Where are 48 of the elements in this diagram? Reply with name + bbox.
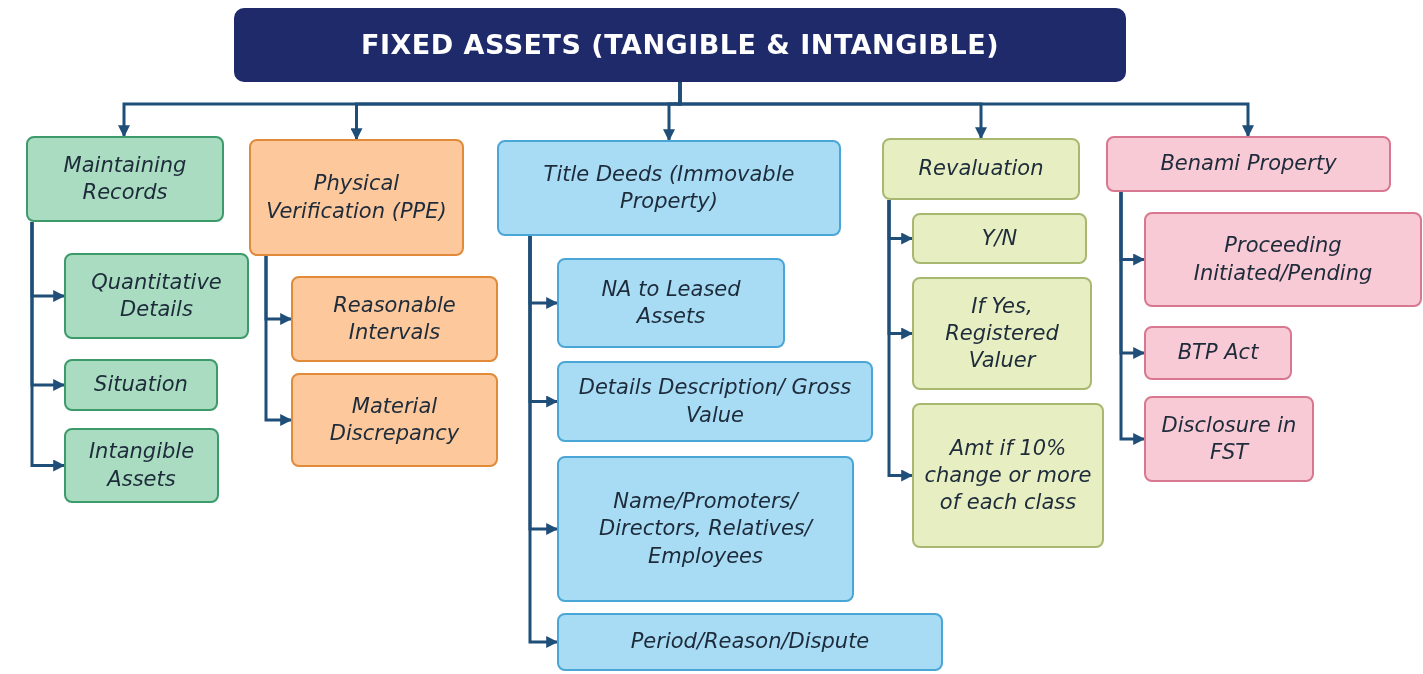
item-box — [557, 258, 785, 348]
connector-arrow — [528, 236, 559, 648]
item-box — [1144, 396, 1314, 482]
item-box — [912, 403, 1104, 548]
node-text: Quantitative Details — [90, 268, 223, 323]
category-box — [882, 138, 1080, 200]
node-text: Amt if 10% change or more of each class — [923, 434, 1093, 517]
node-text: Benami Property — [1160, 150, 1337, 178]
node-text: Name/Promoters/ Directors, Relatives/ Employees — [598, 488, 815, 570]
node-text: Maintaining Records — [62, 151, 188, 206]
item-box — [1144, 212, 1422, 307]
node-text: Situation — [94, 371, 188, 399]
node-text: Physical Verification (PPE) — [265, 170, 448, 225]
item-box — [557, 361, 873, 442]
item-box — [64, 428, 219, 503]
node-text: Proceeding Initiated/Pending — [1192, 232, 1374, 287]
category-box — [26, 136, 224, 222]
category-box — [497, 140, 841, 236]
node-text: Reasonable Intervals — [332, 291, 457, 346]
category-box — [249, 139, 464, 256]
item-box — [64, 253, 249, 339]
title-banner — [234, 8, 1126, 82]
connector-arrow — [678, 82, 1254, 138]
node-text: Revaluation — [918, 155, 1044, 183]
item-box — [1144, 326, 1292, 380]
item-box — [557, 613, 943, 671]
title-text: FIXED ASSETS (TANGIBLE & INTANGIBLE) — [361, 28, 999, 63]
connector-arrow — [30, 222, 66, 472]
connector-arrow — [887, 200, 914, 482]
item-box — [912, 277, 1092, 390]
node-text: If Yes, Registered Valuer — [944, 292, 1060, 375]
connector-arrow — [1119, 192, 1146, 445]
item-box — [912, 213, 1087, 264]
node-text: Y/N — [981, 224, 1018, 252]
node-text: NA to Leased Assets — [600, 275, 742, 330]
node-text: Material Discrepancy — [328, 392, 461, 447]
item-box — [557, 456, 854, 602]
category-box — [1106, 136, 1391, 192]
node-text: Title Deeds (Immovable Property) — [542, 160, 796, 215]
item-box — [291, 373, 498, 467]
node-text: Disclosure in FST — [1160, 411, 1298, 466]
node-text: Period/Reason/Dispute — [630, 628, 870, 656]
node-text: Intangible Assets — [87, 438, 196, 493]
connector-arrow — [264, 256, 293, 426]
node-text: BTP Act — [1177, 339, 1259, 367]
node-text: Details Description/ Gross Value — [577, 374, 853, 429]
item-box — [291, 276, 498, 362]
item-box — [64, 359, 218, 411]
